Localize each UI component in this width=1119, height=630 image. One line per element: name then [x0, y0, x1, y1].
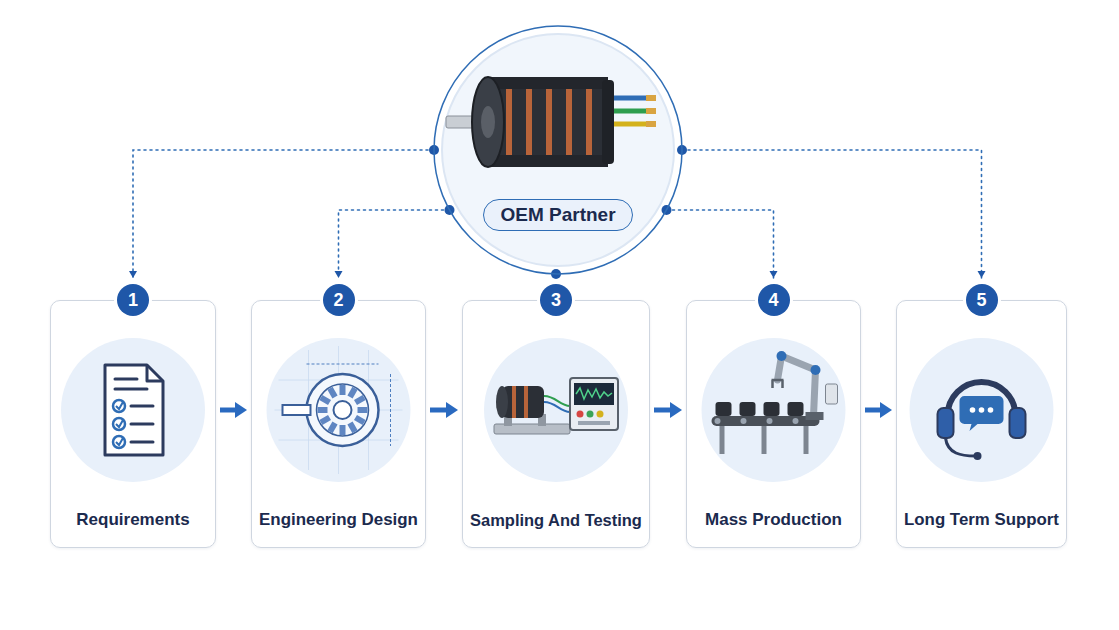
step-label: Long Term Support	[904, 510, 1059, 530]
blueprint-icon	[275, 346, 403, 474]
step-box: 3Sampling And Testing	[462, 300, 650, 548]
dotted-connector	[339, 210, 450, 278]
connector	[220, 402, 247, 418]
connector	[677, 145, 986, 278]
arrowhead	[446, 402, 458, 418]
step-arrow	[865, 408, 882, 413]
step-number: 1	[117, 284, 149, 316]
step-box: 5Long Term Support	[896, 300, 1067, 548]
connector	[654, 402, 682, 418]
partner-label: OEM Partner	[483, 199, 632, 231]
dotted-connector	[133, 150, 434, 278]
step-label: Mass Production	[705, 510, 842, 530]
circle-ground	[442, 34, 674, 266]
circle-ring	[434, 26, 682, 274]
step-arrow	[430, 408, 448, 413]
dotted-connector	[667, 210, 774, 278]
connector	[129, 145, 439, 278]
arrowhead	[129, 271, 137, 278]
arrowhead	[770, 271, 778, 278]
step-number: 3	[540, 284, 572, 316]
arrowhead	[235, 402, 247, 418]
arrowhead	[978, 271, 986, 278]
circle-outline	[433, 25, 683, 275]
step-number: 4	[758, 284, 790, 316]
test-bench-icon	[494, 378, 618, 434]
motor-picture	[446, 77, 656, 167]
step-box: 1Requirements	[50, 300, 216, 548]
step-label: Requirements	[76, 510, 189, 530]
connector	[662, 205, 778, 278]
step-label: Sampling And Testing	[470, 511, 642, 530]
arrowhead	[335, 271, 343, 278]
connector	[430, 402, 458, 418]
step-arrow	[220, 408, 237, 413]
connector	[865, 402, 892, 418]
dotted-connector	[682, 150, 982, 278]
step-label: Engineering Design	[259, 510, 418, 530]
arrowhead	[880, 402, 892, 418]
step-number: 5	[966, 284, 998, 316]
connector	[335, 205, 455, 278]
partner-circle: OEM Partner	[433, 25, 683, 275]
arrowhead	[670, 402, 682, 418]
step-arrow	[654, 408, 672, 413]
production-line-icon	[712, 351, 838, 454]
headset-icon	[938, 382, 1026, 460]
step-number: 2	[323, 284, 355, 316]
step-box: 2Engineering Design	[251, 300, 426, 548]
document-icon	[105, 365, 163, 455]
step-box: 4Mass Production	[686, 300, 861, 548]
